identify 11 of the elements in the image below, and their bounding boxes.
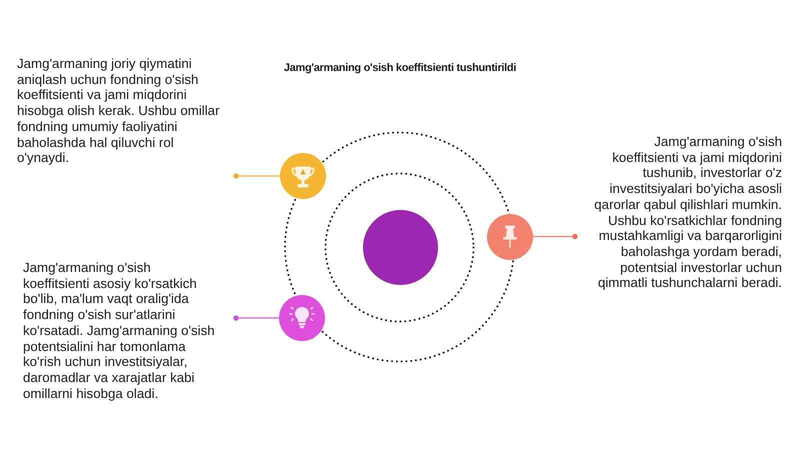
description-text: Jamg'armaning o'sish koeffitsienti va jami miqdorini tushunib, investorlar o'z investitsiyalari bo'yicha asosli qarorlar qabul qilishlari mumkin. Ushbu ko'rsatkichlar fondning mustahkamligi va barqarorligini baholashga yordam beradi, potentsial investorlar uchun qimmatli tushunchalarni beradi. [593, 134, 782, 292]
diagram-title: Jamg'armaning o'sish koeffitsienti tushuntirildi [284, 62, 516, 74]
pushpin-icon [487, 214, 533, 260]
center-circle [362, 210, 438, 285]
description-text: Jamg'armaning o'sish koeffitsienti asosiy ko'rsatkich bo'lib, ma'lum vaqt oralig'ida fondning o'sish sur'atlarini ko'rsatadi. Jamg'armaning o'sish potentsialini har tomonlama ko'rish uchun investitsiyalar, daromadlar va xarajatlar kabi omillarni hisobga oladi. [23, 260, 216, 402]
description-text: Jamg'armaning joriy qiymatini aniqlash uchun fondning o'sish koeffitsienti va jami miqdorini hisobga olish kerak. Ushbu omillar fondning umumiy faoliyatini baholashda hal qiluvchi rol o'ynaydi. [17, 56, 221, 166]
lightbulb-icon [279, 295, 325, 341]
trophy-icon [280, 153, 326, 199]
leader-line [533, 234, 578, 240]
leader-line [233, 173, 280, 179]
leader-line [233, 315, 279, 321]
